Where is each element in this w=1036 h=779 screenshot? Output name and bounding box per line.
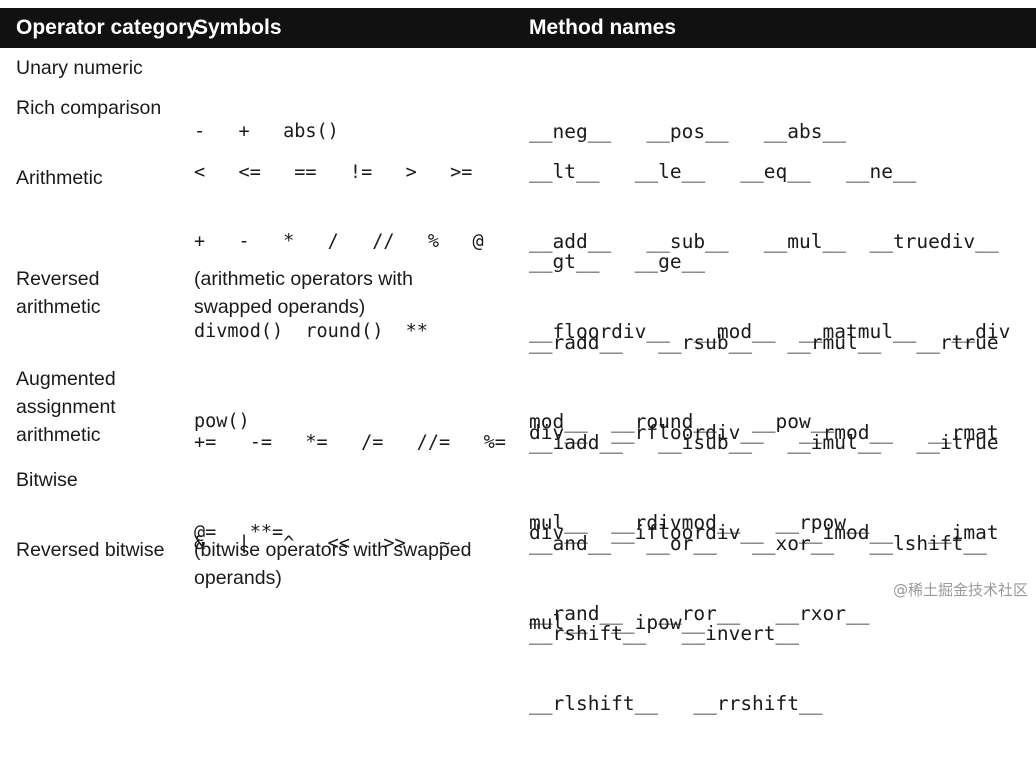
methods-cell: __radd__ __rsub__ __rmul__ __rtrue div__… — [529, 331, 999, 534]
category-cell: Arithmetic — [16, 167, 103, 189]
symbols-cell: & | ^ << >> ~ — [194, 533, 451, 554]
symbols-cell: < <= == != > >= — [194, 162, 473, 183]
methods-cell: __neg__ __pos__ __abs__ — [529, 120, 846, 143]
methods-cell: __add__ __sub__ __mul__ __truediv__ __fl… — [529, 230, 1011, 433]
symbols-cell: += -= *= /= //= %= @= **= — [194, 432, 506, 543]
table-header: Operator category Symbols Method names — [0, 8, 1036, 48]
site-watermark: @稀土掘金技术社区 — [892, 581, 1028, 599]
category-cell: Unary numeric — [16, 57, 143, 79]
category-cell: Reversed arithmetic — [16, 268, 101, 318]
methods-cell: __lt__ __le__ __eq__ __ne__ __gt__ __ge_… — [529, 160, 917, 273]
header-method-names: Method names — [529, 16, 677, 39]
category-cell: Augmented assignment arithmetic — [16, 368, 116, 446]
symbols-cell: + - * / // % @ divmod() round() ** pow() — [194, 231, 484, 432]
symbols-cell: - + abs() — [194, 121, 339, 142]
methods-cell: __rand__ __ror__ __rxor__ __rlshift__ __… — [529, 602, 870, 715]
symbols-cell: (arithmetic operators with swapped opera… — [194, 268, 413, 318]
category-cell: Bitwise — [16, 469, 78, 491]
category-cell: Rich comparison — [16, 97, 162, 119]
symbols-cell: (bitwise operators with swapped operands… — [194, 539, 472, 589]
category-cell: Reversed bitwise — [16, 539, 165, 561]
header-symbols: Symbols — [194, 16, 282, 39]
header-operator-category: Operator category — [16, 16, 199, 39]
